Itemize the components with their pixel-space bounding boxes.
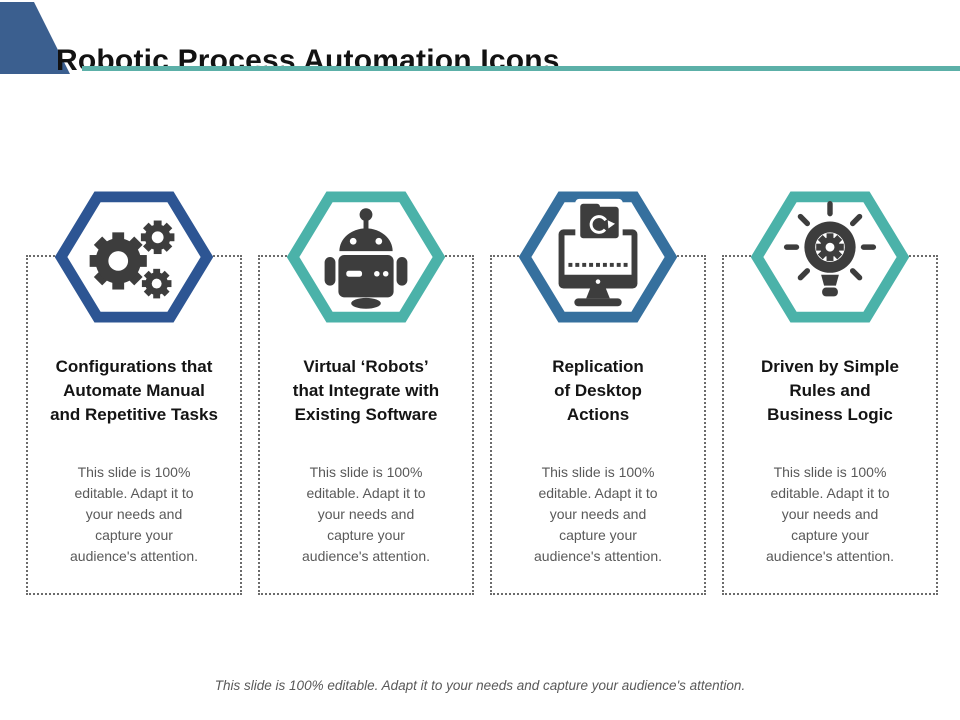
idea-rules-icon [751, 191, 909, 323]
card-configurations: Configurations that Automate Manual and … [26, 191, 242, 595]
desktop-replication-icon [519, 191, 677, 323]
hexagon-badge [519, 188, 677, 326]
hexagon-badge [287, 188, 445, 326]
hexagon-badge [55, 188, 213, 326]
card-heading: Replication of Desktop Actions [552, 357, 644, 424]
corner-triangle-decoration [0, 2, 70, 74]
robot-icon [287, 191, 445, 323]
card-body-text: This slide is 100% editable. Adapt it to… [302, 464, 430, 564]
page-title: Robotic Process Automation Icons [56, 44, 560, 78]
card-heading: Configurations that Automate Manual and … [50, 357, 218, 424]
card-body-text: This slide is 100% editable. Adapt it to… [70, 464, 198, 564]
gears-icon [55, 191, 213, 323]
card-heading: Driven by Simple Rules and Business Logi… [761, 357, 899, 424]
card-rules-logic: Driven by Simple Rules and Business Logi… [722, 191, 938, 595]
card-replication-desktop: Replication of Desktop Actions This slid… [490, 191, 706, 595]
card-body-text: This slide is 100% editable. Adapt it to… [766, 464, 894, 564]
hexagon-badge [751, 188, 909, 326]
slide-footer-note: This slide is 100% editable. Adapt it to… [214, 678, 746, 693]
card-virtual-robots: Virtual ‘Robots’ that Integrate with Exi… [258, 191, 474, 595]
title-underline [82, 66, 960, 71]
card-heading: Virtual ‘Robots’ that Integrate with Exi… [292, 357, 440, 424]
card-body-text: This slide is 100% editable. Adapt it to… [534, 464, 662, 564]
